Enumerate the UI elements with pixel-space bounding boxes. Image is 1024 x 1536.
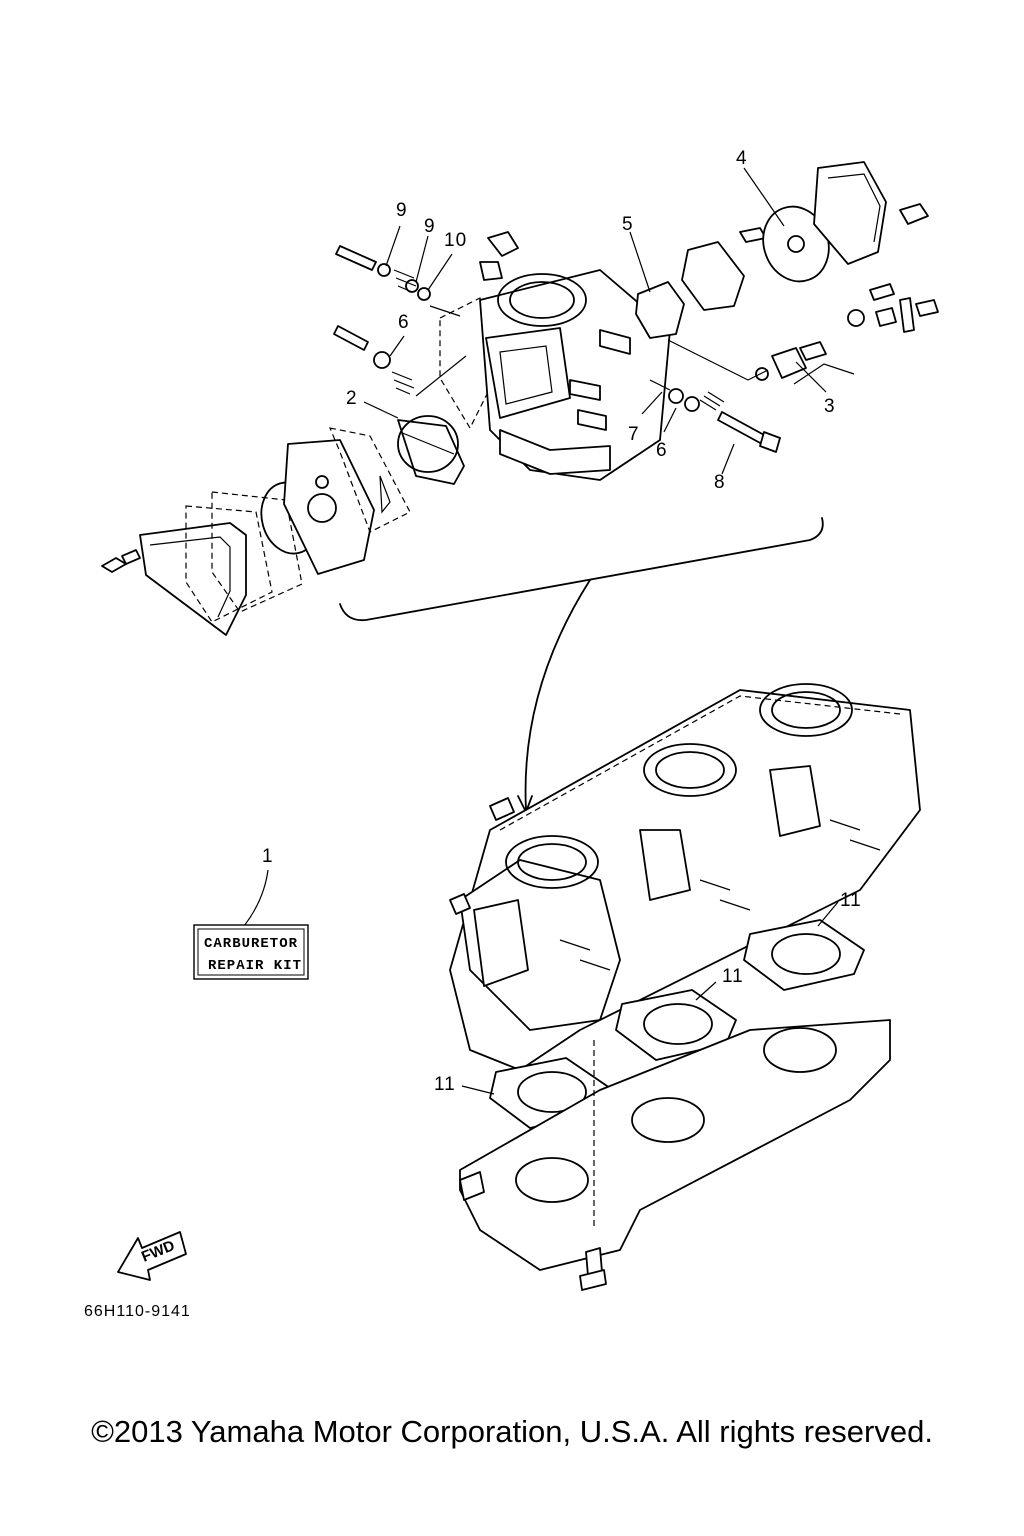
- assembly-arrow: [524, 579, 591, 811]
- callout-7: 7: [628, 424, 640, 445]
- callout-5: 5: [622, 214, 634, 235]
- callout-6b: 6: [656, 440, 668, 461]
- kit-label-line1: CARBURETOR: [204, 936, 298, 952]
- callout-2: 2: [346, 388, 358, 409]
- enrichener-diaphragm: [681, 161, 929, 311]
- carburetor-assembly: [449, 683, 921, 1071]
- jet-assy: [755, 283, 939, 381]
- callout-11a: 11: [840, 890, 862, 911]
- carburetor-body: [439, 231, 671, 481]
- callout-6a: 6: [398, 312, 410, 333]
- callout-11b: 11: [722, 966, 744, 987]
- cover-screw: [101, 549, 141, 573]
- callout-10: 10: [444, 230, 467, 251]
- cover-gasket: [185, 505, 273, 623]
- pilot-screw-set: [333, 245, 431, 395]
- callout-labels: 9 9 10 5 4 6 2 3 7 6 8 1 11 11 11: [262, 148, 862, 1095]
- assembly-bracket: [339, 517, 824, 622]
- callout-9b: 9: [424, 216, 436, 237]
- fuel-pump-body: [283, 439, 375, 575]
- idle-screw-set: [668, 388, 781, 453]
- callout-11c: 11: [434, 1074, 456, 1095]
- pump-gasket: [329, 427, 411, 533]
- diaphragm-gasket: [211, 491, 303, 613]
- carburetor-exploded-view: [101, 161, 939, 636]
- diaphragm-cover: [139, 522, 247, 636]
- intake-manifold: [459, 1019, 891, 1291]
- repair-kit-label: CARBURETOR REPAIR KIT: [193, 869, 309, 980]
- callout-4: 4: [736, 148, 748, 169]
- diaphragm-assy: [397, 415, 465, 485]
- forward-direction-arrow: FWD: [117, 1231, 187, 1281]
- copyright-notice: ©2013 Yamaha Motor Corporation, U.S.A. A…: [91, 1414, 933, 1449]
- callout-9a: 9: [396, 200, 408, 221]
- callout-8: 8: [714, 472, 726, 493]
- kit-label-line2: REPAIR KIT: [208, 958, 302, 974]
- callout-3: 3: [824, 396, 836, 417]
- callout-1: 1: [262, 846, 274, 867]
- diagram-code: 66H110-9141: [84, 1303, 191, 1320]
- throttle-gasket: [635, 281, 685, 339]
